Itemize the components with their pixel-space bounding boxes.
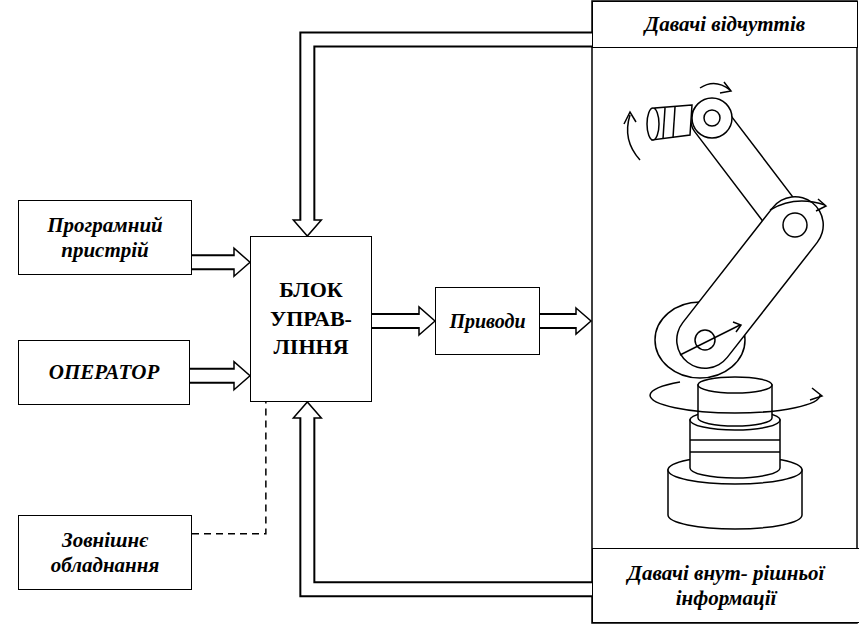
block-arrow xyxy=(190,362,250,390)
robot-panel xyxy=(592,1,857,623)
node-label: Зовнішнє обладнання xyxy=(27,528,183,576)
node-label: Приводи xyxy=(449,310,525,333)
node-label: ОПЕРАТОР xyxy=(49,360,160,384)
node-label: БЛОК УПРАВ- ЛІННЯ xyxy=(259,276,363,362)
control-unit-box: БЛОК УПРАВ- ЛІННЯ xyxy=(250,236,372,402)
sensor-box: Давачі відчуттів xyxy=(592,1,858,48)
external-equipment-box: Зовнішнє обладнання xyxy=(18,515,192,590)
drives-box: Приводи xyxy=(435,287,540,355)
node-label: Давачі внут- рішньої інформації xyxy=(601,561,851,609)
block-arrow xyxy=(372,307,435,335)
drive-output-arrow xyxy=(540,308,591,334)
node-label: Давачі відчуттів xyxy=(645,12,805,36)
dashed-link xyxy=(192,402,266,534)
node-label: Програмний пристрій xyxy=(27,213,183,261)
block-arrow xyxy=(293,40,592,236)
program-device-box: Програмний пристрій xyxy=(18,200,192,275)
block-arrow xyxy=(192,248,250,276)
block-arrow xyxy=(293,402,592,589)
internal-sensor-box: Давачі внут- рішньої інформації xyxy=(592,548,859,623)
operator-box: ОПЕРАТОР xyxy=(18,340,190,405)
